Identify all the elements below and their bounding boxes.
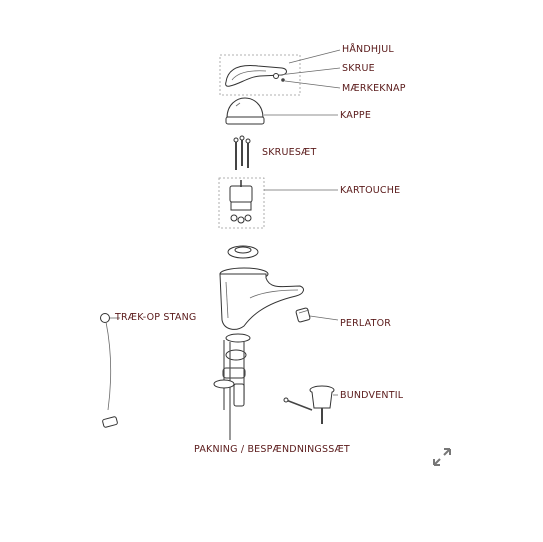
aerator-part (295, 307, 311, 323)
ring-nut-part (227, 245, 259, 259)
label-kappe: KAPPE (340, 110, 371, 121)
label-pakning: PAKNING / BESPÆNDNINGSSÆT (194, 444, 350, 455)
pull-up-rod-part (100, 313, 118, 428)
handle-dashed-frame (219, 54, 301, 96)
screw-set-part (233, 135, 251, 170)
label-kartouche: KARTOUCHE (340, 185, 400, 196)
brand-button-part (281, 78, 285, 82)
label-perlator: PERLATOR (340, 318, 391, 329)
leader-maerkeknap (284, 80, 341, 89)
label-skruesaet: SKRUESÆT (262, 147, 317, 158)
leader-skrue (278, 67, 341, 76)
cap-part (225, 97, 265, 125)
leader-perlator (309, 315, 339, 321)
expand-arrows-icon[interactable] (431, 446, 453, 468)
leader-handhjul (288, 49, 341, 64)
label-skrue: SKRUE (342, 63, 375, 74)
handle-highlight (231, 70, 267, 81)
label-maerkeknap: MÆRKEKNAP (342, 83, 406, 94)
faucet-body-part (219, 267, 304, 330)
label-handhjul: HÅNDHJUL (342, 43, 394, 55)
cartridge-part (218, 177, 265, 229)
label-bundventil: BUNDVENTIL (340, 390, 404, 401)
handle-group (219, 54, 301, 96)
gasket-mounting-set-part (213, 333, 251, 440)
label-traek-op-stang: TRÆK-OP STANG (114, 312, 196, 323)
drain-valve-part (283, 385, 335, 424)
screw-part (273, 73, 279, 79)
